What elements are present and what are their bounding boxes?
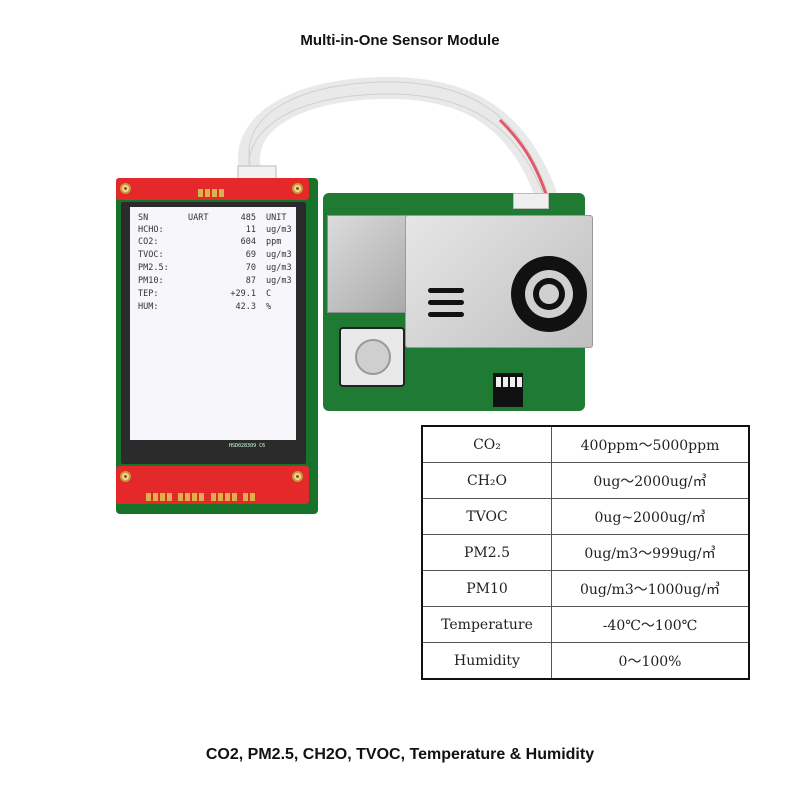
lcd-row-value: 70 (245, 263, 256, 273)
spec-param: CO₂ (421, 425, 552, 463)
lcd-row: TVOC: 69 ug/m3 (130, 250, 296, 261)
lcd-header-row: SN UART 485 UNIT (130, 213, 296, 224)
vent-slot (428, 300, 464, 305)
sensor-board (323, 193, 593, 411)
lcd-header-mid: UART (188, 213, 209, 223)
spec-range: 0ug/m3～1000ug/㎥ (551, 570, 750, 607)
lcd-bezel: SN UART 485 UNIT HCHO: 11 ug/m3 CO2: 604… (121, 202, 306, 464)
lcd-header-pcb (116, 178, 309, 200)
lcd-row: HCHO: 11 ug/m3 (130, 225, 296, 236)
lcd-row-label: TEP: (138, 289, 159, 299)
lcd-row-label: CO2: (138, 237, 159, 247)
spec-range: 400ppm～5000ppm (551, 425, 750, 463)
vent-slot (428, 312, 464, 317)
table-row: PM2.5 0ug/m3～999ug/㎥ (421, 534, 750, 571)
table-row: CH₂O 0ug～2000ug/㎥ (421, 462, 750, 499)
mounting-hole (292, 471, 303, 482)
lcd-row-value: +29.1 (230, 289, 256, 299)
lcd-row-value: 87 (245, 276, 256, 286)
table-row: TVOC 0ug~2000ug/㎥ (421, 498, 750, 535)
spec-range: -40℃～100℃ (551, 606, 750, 643)
spec-param: PM10 (421, 570, 552, 607)
lcd-footer-pcb (116, 466, 309, 504)
mounting-hole (120, 471, 131, 482)
page-subtitle: CO2, PM2.5, CH2O, TVOC, Temperature & Hu… (205, 746, 595, 763)
lcd-row-unit: % (266, 302, 272, 312)
lcd-row-unit: ppm (266, 237, 282, 247)
lcd-row: PM10: 87 ug/m3 (130, 276, 296, 287)
spec-param: Temperature (421, 606, 552, 643)
lcd-row-unit: C (266, 289, 272, 299)
spec-table: CO₂ 400ppm～5000ppm CH₂O 0ug～2000ug/㎥ TVO… (421, 425, 750, 680)
table-row: Temperature -40℃～100℃ (421, 606, 750, 643)
vent-slot (428, 288, 464, 293)
lcd-model-marking: HSD028309 C6 (229, 443, 266, 449)
spec-range: 0ug～2000ug/㎥ (551, 462, 750, 499)
lcd-row-unit: ug/m3 (266, 225, 292, 235)
sensor-housing-left (327, 215, 409, 313)
spec-range: 0～100% (551, 642, 750, 680)
lcd-row-label: HUM: (138, 302, 159, 312)
lcd-header-val: 485 (240, 213, 256, 223)
lcd-row-unit: ug/m3 (266, 250, 292, 260)
hcho-sensor (339, 327, 405, 387)
lcd-display-module: SN UART 485 UNIT HCHO: 11 ug/m3 CO2: 604… (116, 178, 318, 514)
dip-switch (493, 373, 523, 407)
lcd-header-unit: UNIT (266, 213, 287, 223)
cable-connector (513, 193, 549, 209)
spec-param: CH₂O (421, 462, 552, 499)
spec-range: 0ug/m3～999ug/㎥ (551, 534, 750, 571)
fan-icon (511, 256, 587, 332)
lcd-row: CO2: 604 ppm (130, 237, 296, 248)
edge-pins (146, 488, 257, 501)
spec-param: TVOC (421, 498, 552, 535)
lcd-row-unit: ug/m3 (266, 276, 292, 286)
lcd-row: TEP: +29.1 C (130, 289, 296, 300)
table-row: CO₂ 400ppm～5000ppm (421, 425, 750, 463)
header-pins (198, 184, 226, 197)
lcd-row-label: TVOC: (138, 250, 164, 260)
lcd-row-value: 42.3 (235, 302, 256, 312)
table-row: PM10 0ug/m3～1000ug/㎥ (421, 570, 750, 607)
table-row: Humidity 0～100% (421, 642, 750, 680)
lcd-header-label: SN (138, 213, 149, 223)
lcd-row-value: 604 (240, 237, 256, 247)
lcd-row-unit: ug/m3 (266, 263, 292, 273)
lcd-row-value: 69 (245, 250, 256, 260)
mounting-hole (292, 183, 303, 194)
lcd-row-label: PM2.5: (138, 263, 169, 273)
lcd-row: PM2.5: 70 ug/m3 (130, 263, 296, 274)
spec-range: 0ug~2000ug/㎥ (551, 498, 750, 535)
mounting-hole (120, 183, 131, 194)
spec-param: Humidity (421, 642, 552, 680)
spec-param: PM2.5 (421, 534, 552, 571)
lcd-row-label: PM10: (138, 276, 164, 286)
lcd-row-value: 11 (245, 225, 256, 235)
page-title: Multi-in-One Sensor Module (300, 32, 500, 49)
lcd-row-label: HCHO: (138, 225, 164, 235)
lcd-row: HUM: 42.3 % (130, 302, 296, 313)
lcd-screen: SN UART 485 UNIT HCHO: 11 ug/m3 CO2: 604… (130, 207, 296, 440)
